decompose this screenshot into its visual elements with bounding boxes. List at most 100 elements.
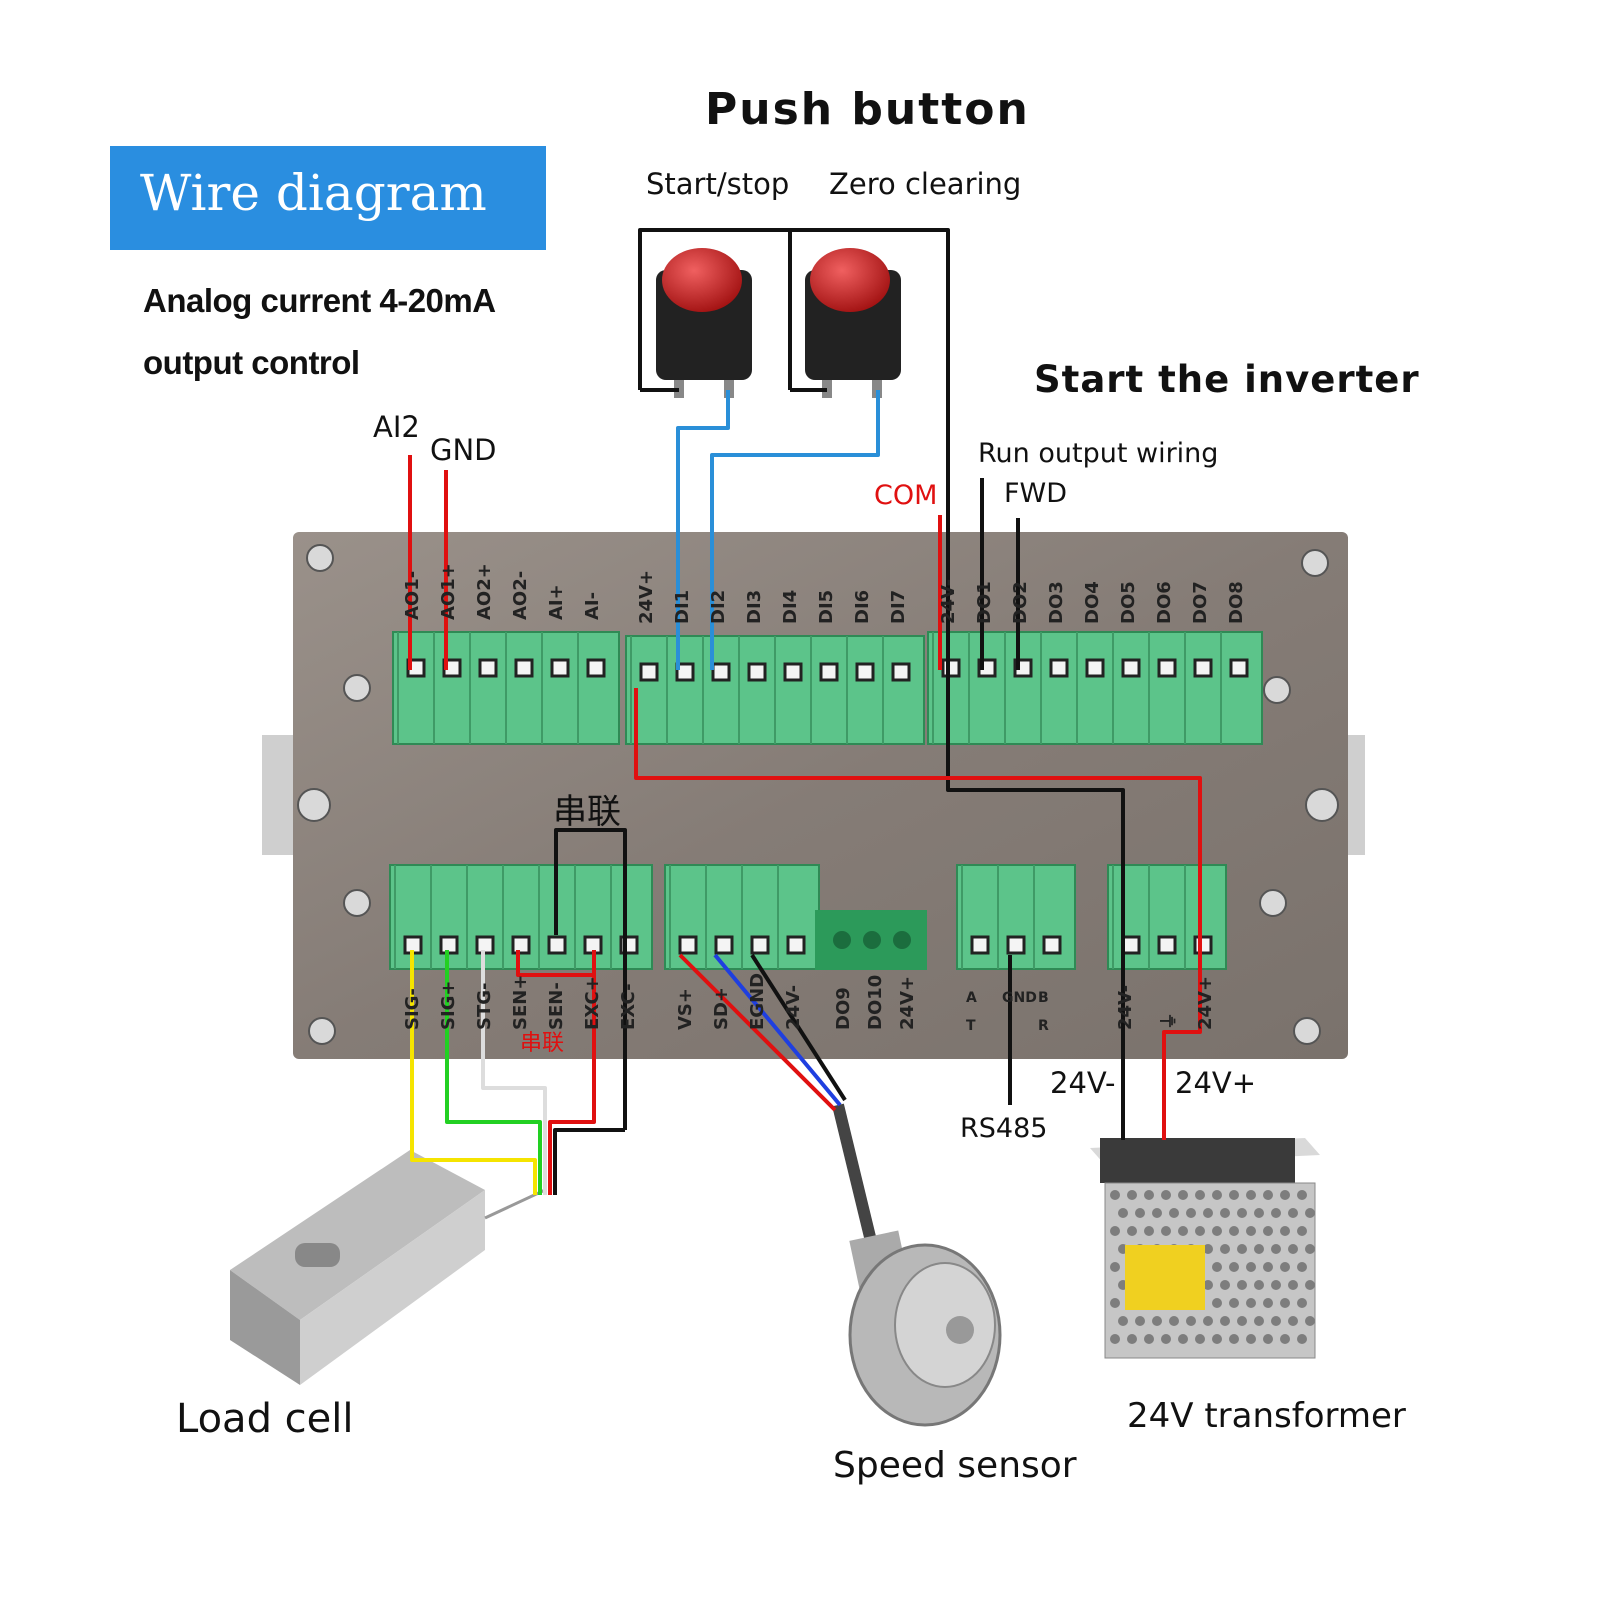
vent-hole [1254, 1244, 1264, 1254]
vent-hole [1288, 1208, 1298, 1218]
terminal-label-analog-2: AO2+ [474, 563, 495, 620]
vent-hole [1263, 1226, 1273, 1236]
terminal-screw-hole [783, 662, 803, 682]
vent-hole [1288, 1316, 1298, 1326]
terminal-label-loadcell-3: SEN+ [510, 974, 531, 1030]
speed-sensor-device [832, 1103, 1002, 1427]
terminal-screw-hole [1157, 658, 1177, 678]
terminal-label-loadcell-5: EXC+ [582, 976, 603, 1030]
terminal-screw-hole [891, 662, 911, 682]
terminal-screw-hole [550, 658, 570, 678]
terminal-screw-hole [639, 662, 659, 682]
terminal-label-speed-3: 24V- [783, 984, 804, 1030]
terminal-label-do9-0: DO9 [833, 987, 854, 1030]
vent-hole [1195, 1226, 1205, 1236]
terminal-screw-hole [478, 658, 498, 678]
vent-hole [1297, 1334, 1307, 1344]
power-minus-label: 24V- [1050, 1066, 1116, 1100]
terminal-screw-hole [1193, 658, 1213, 678]
vent-hole [1271, 1208, 1281, 1218]
vent-hole [1169, 1316, 1179, 1326]
connector-pin [893, 931, 911, 949]
vent-hole [1203, 1316, 1213, 1326]
terminal-label-power-0: 24V- [1115, 984, 1136, 1030]
terminal-screw-hole [511, 935, 531, 955]
vent-hole [1186, 1208, 1196, 1218]
terminal-screw-hole [747, 662, 767, 682]
vent-hole [1220, 1208, 1230, 1218]
vent-hole [1195, 1334, 1205, 1344]
zero-clearing-button [805, 248, 901, 398]
vent-hole [1305, 1208, 1315, 1218]
terminal-label-do-2: DO2 [1010, 581, 1031, 624]
start-stop-button [656, 248, 752, 398]
vent-hole [1118, 1208, 1128, 1218]
terminal-screw-hole [1193, 935, 1213, 955]
transformer-label: 24V transformer [1127, 1396, 1406, 1436]
subtitle-line-1: Analog current 4-20mA [143, 282, 496, 319]
power-plus-label: 24V+ [1175, 1066, 1257, 1100]
vent-hole [1271, 1280, 1281, 1290]
terminal-label-loadcell-2: STG- [474, 982, 495, 1031]
terminal-block-speed [664, 864, 820, 970]
terminal-block-analog [392, 631, 620, 745]
vent-hole [1110, 1298, 1120, 1308]
transformer-device [1090, 1138, 1320, 1359]
terminal-label-di-3: DI3 [744, 589, 765, 624]
terminal-label-di-2: DI2 [708, 589, 729, 624]
vent-hole [1246, 1190, 1256, 1200]
terminal-block-power [1107, 864, 1227, 970]
connector-pin [863, 931, 881, 949]
vent-hole [1229, 1298, 1239, 1308]
vent-hole [1127, 1190, 1137, 1200]
terminal-label-do-3: DO3 [1046, 581, 1067, 624]
vent-hole [1297, 1226, 1307, 1236]
series-label-small: 串联 [520, 1031, 565, 1056]
terminal-label-speed-2: EGND [747, 972, 768, 1030]
vent-hole [1178, 1190, 1188, 1200]
terminal-screw-hole [1049, 658, 1069, 678]
vent-hole [1144, 1190, 1154, 1200]
terminal-screw-hole [819, 662, 839, 682]
terminal-label-rs485-1: GND [1002, 990, 1037, 1006]
terminal-label-di-4: DI4 [780, 589, 801, 624]
terminal-label-di-1: DI1 [672, 589, 693, 624]
vent-hole [1297, 1298, 1307, 1308]
vent-hole [1246, 1334, 1256, 1344]
terminal-label-power-1: ⏚ [1159, 1012, 1180, 1030]
terminal-label-speed-0: VS+ [675, 988, 696, 1030]
panel-screws [297, 544, 1339, 1045]
terminal-block-do [927, 631, 1263, 745]
vent-hole [1280, 1262, 1290, 1272]
terminal-screw-hole [855, 662, 875, 682]
terminal-screw-hole [678, 935, 698, 955]
terminal-label-di-5: DI5 [816, 589, 837, 624]
run-output-label: Run output wiring [978, 438, 1219, 469]
vent-hole [1237, 1316, 1247, 1326]
terminal-label-analog-5: AI- [582, 591, 603, 620]
speed-sensor-label: Speed sensor [833, 1445, 1077, 1486]
terminal-label-rs485-2: B [1038, 990, 1049, 1006]
vent-hole [1118, 1316, 1128, 1326]
vent-hole [1161, 1226, 1171, 1236]
gnd-label: GND [430, 433, 497, 467]
wires [408, 228, 1202, 1195]
terminal-screw-hole [750, 935, 770, 955]
terminal-screw-hole [514, 658, 534, 678]
load-cell-label: Load cell [176, 1396, 354, 1442]
vent-hole [1288, 1244, 1298, 1254]
terminal-screw-hole [1085, 658, 1105, 678]
vent-hole [1229, 1262, 1239, 1272]
vent-hole [1135, 1316, 1145, 1326]
vent-hole [1203, 1244, 1213, 1254]
vent-hole [1305, 1244, 1315, 1254]
terminal-label-do-8: DO8 [1226, 581, 1247, 624]
vent-hole [1127, 1334, 1137, 1344]
terminal-label-do-7: DO7 [1190, 581, 1211, 624]
load-cell-device [230, 1150, 546, 1385]
vent-hole [1203, 1280, 1213, 1290]
vent-hole [1280, 1190, 1290, 1200]
subtitle-line-2: output control [143, 344, 360, 381]
terminal-label-loadcell-0: SIG- [402, 988, 423, 1030]
vent-hole [1203, 1208, 1213, 1218]
